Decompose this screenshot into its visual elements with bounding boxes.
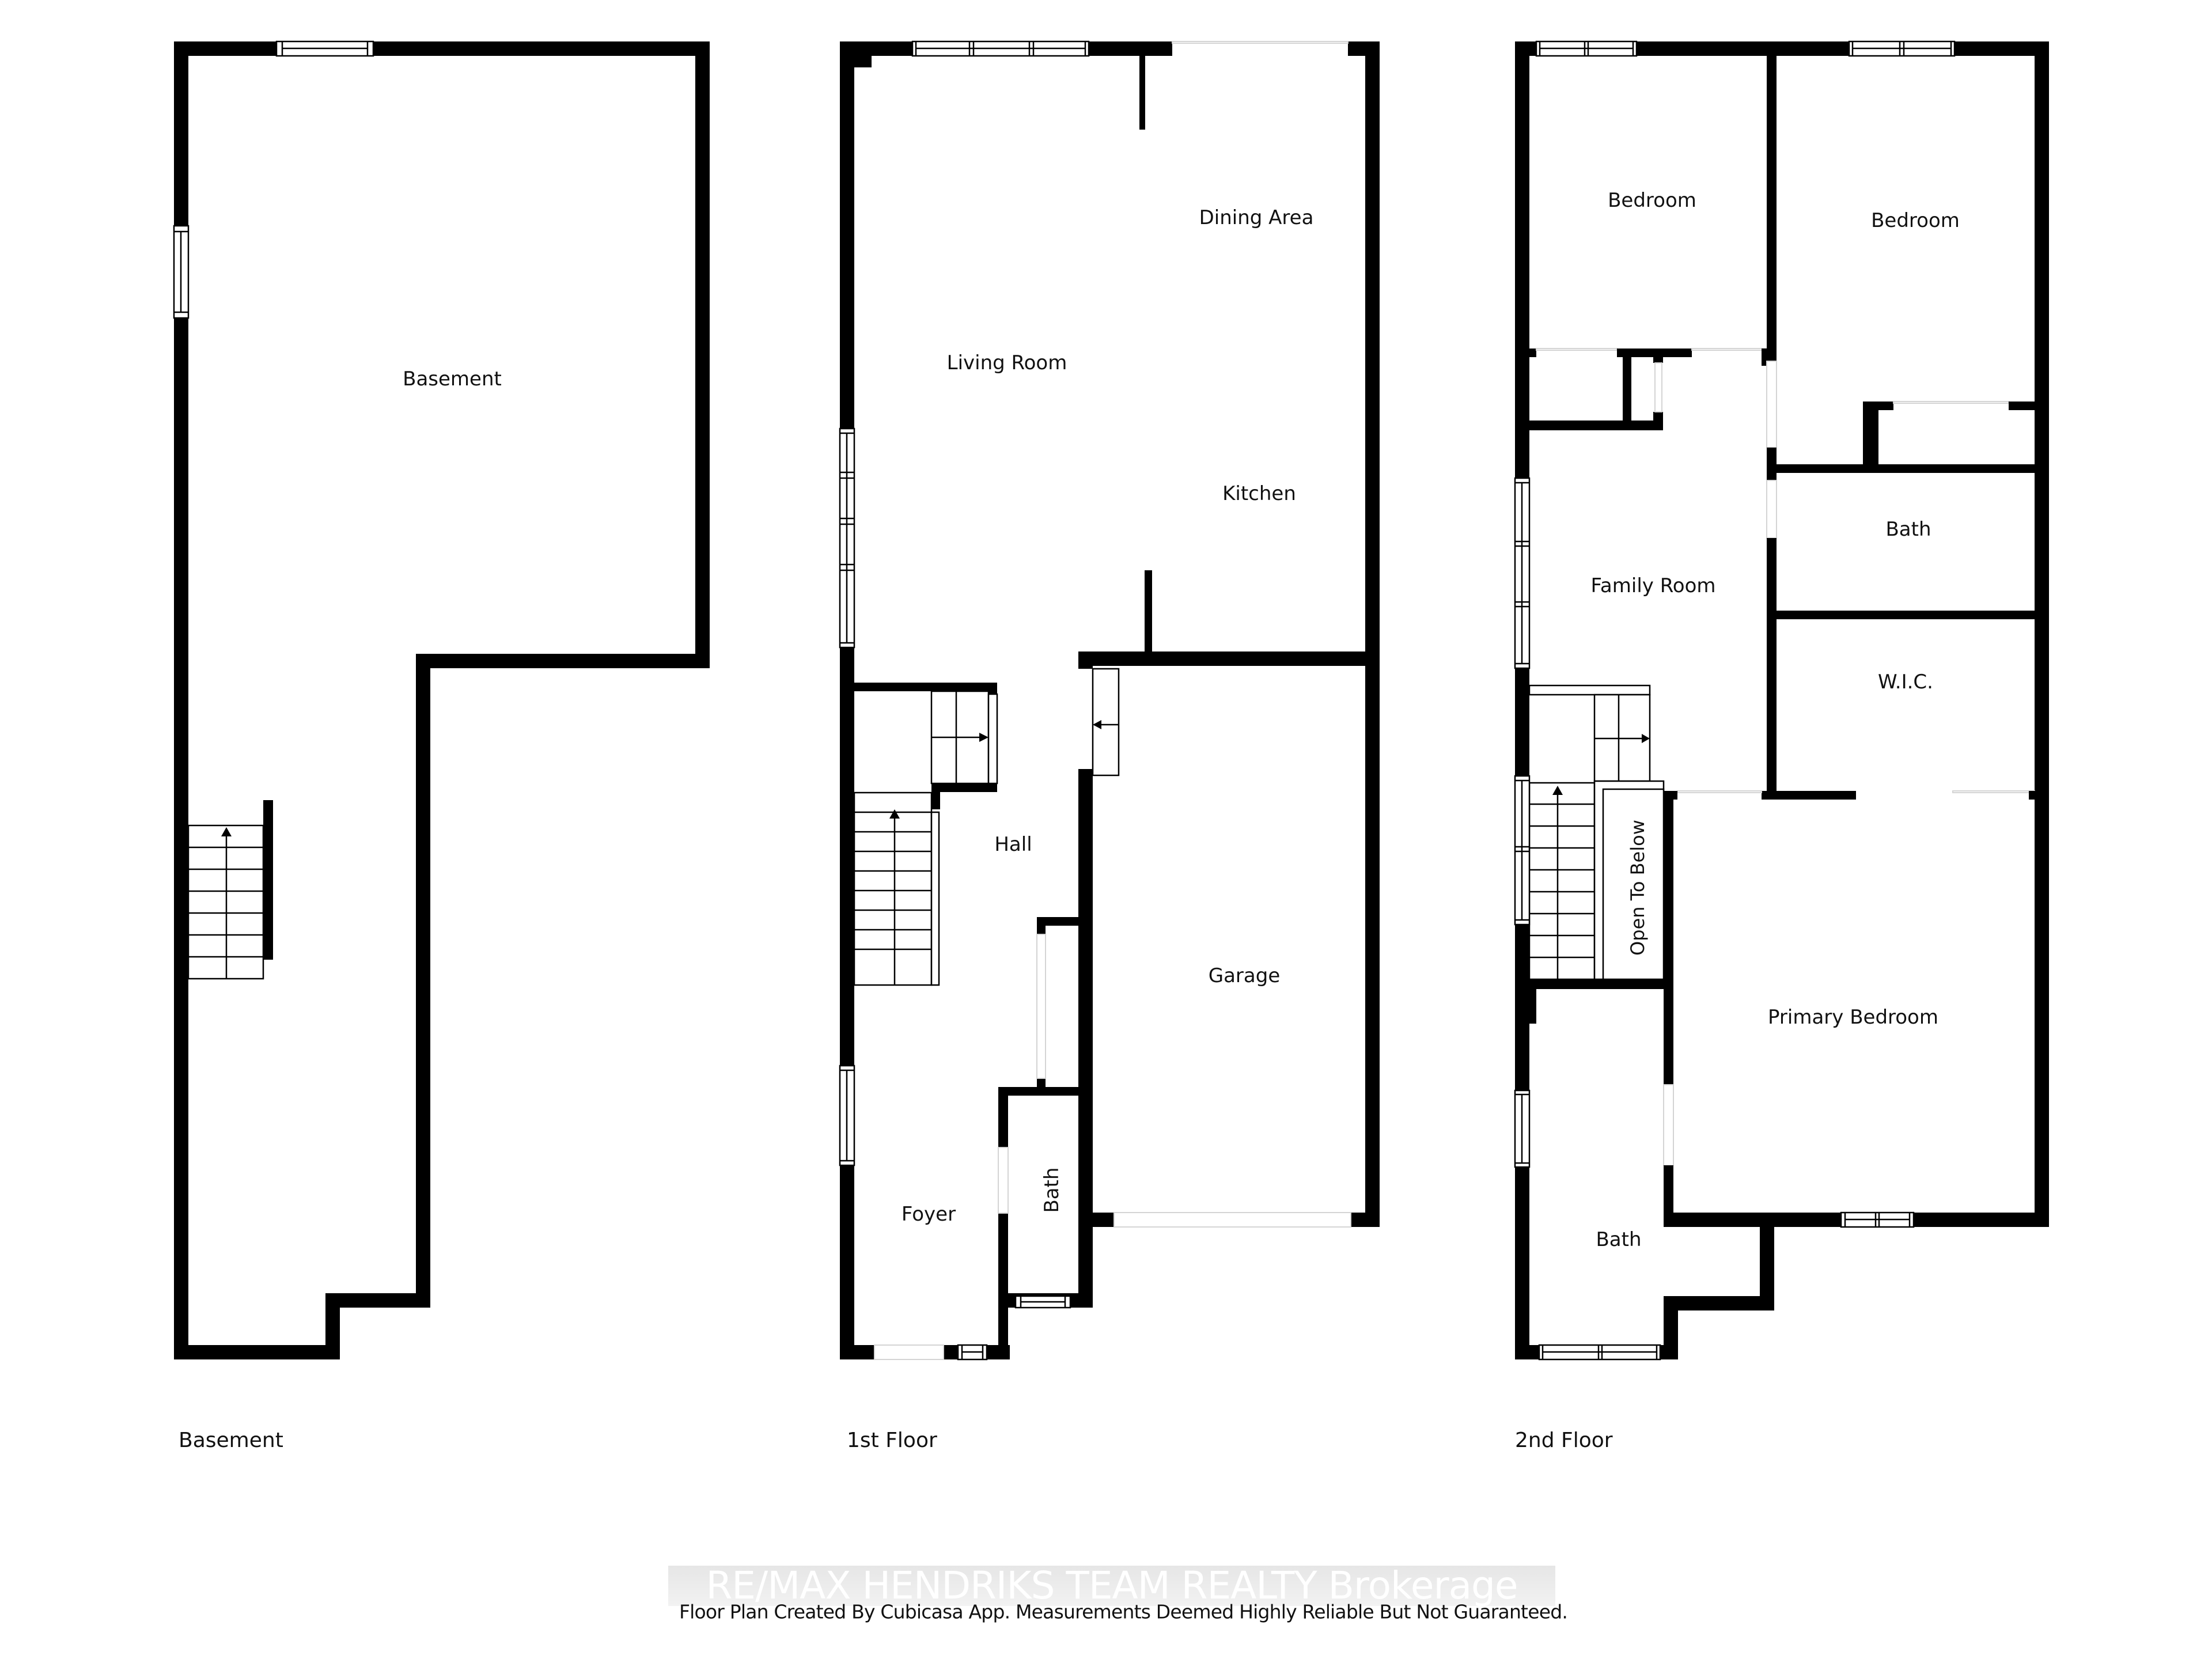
staircase-icon [853, 791, 940, 986]
room-label-wic: W.I.C. [1878, 671, 1933, 694]
room-label-living-room: Living Room [946, 351, 1067, 374]
staircase-icon [187, 824, 264, 980]
window-icon [1514, 775, 1531, 926]
room-label-basement: Basement [403, 368, 502, 391]
open-to-below-area [1593, 780, 1665, 980]
window-icon [839, 427, 855, 649]
room-label-garage: Garage [1208, 964, 1281, 987]
window-icon [911, 40, 1090, 57]
floor-label-second-floor: 2nd Floor [1515, 1429, 1613, 1452]
door-step-icon [1092, 668, 1120, 777]
floor-label-basement: Basement [179, 1429, 283, 1452]
first-floor-plan [839, 40, 1380, 1361]
staircase-icon [1528, 684, 1651, 980]
staircase-icon [930, 690, 998, 785]
brokerage-watermark: RE/MAX HENDRIKS TEAM REALTY Brokerage [668, 1566, 1555, 1606]
window-icon [1840, 1211, 1915, 1228]
window-icon [1535, 40, 1638, 57]
room-label-open-to-below: Open To Below [1627, 820, 1649, 956]
window-icon [1848, 40, 1956, 57]
room-label-bedroom: Bedroom [1608, 189, 1696, 212]
room-label-primary-bedroom: Primary Bedroom [1768, 1006, 1938, 1029]
room-label-bath: Bath [1885, 518, 1931, 541]
window-icon [839, 1065, 855, 1166]
room-label-kitchen: Kitchen [1222, 482, 1296, 505]
floor-label-first-floor: 1st Floor [847, 1429, 937, 1452]
window-icon [275, 40, 374, 57]
basement-plan [173, 40, 710, 1359]
room-label-foyer: Foyer [901, 1203, 956, 1226]
room-label-bath: Bath [1040, 1167, 1063, 1213]
window-icon [1514, 1089, 1531, 1168]
window-icon [957, 1344, 988, 1361]
room-label-bath: Bath [1596, 1228, 1642, 1251]
window-icon [1514, 477, 1531, 669]
second-floor-plan [1514, 40, 2049, 1361]
room-label-dining-area: Dining Area [1199, 206, 1314, 229]
window-icon [173, 225, 190, 319]
room-label-bedroom: Bedroom [1871, 209, 1960, 232]
window-icon [1538, 1344, 1661, 1361]
floor-plan-disclaimer: Floor Plan Created By Cubicasa App. Meas… [679, 1600, 1568, 1623]
room-label-hall: Hall [994, 833, 1032, 856]
room-label-family-room: Family Room [1590, 574, 1716, 597]
window-icon [1014, 1295, 1071, 1309]
